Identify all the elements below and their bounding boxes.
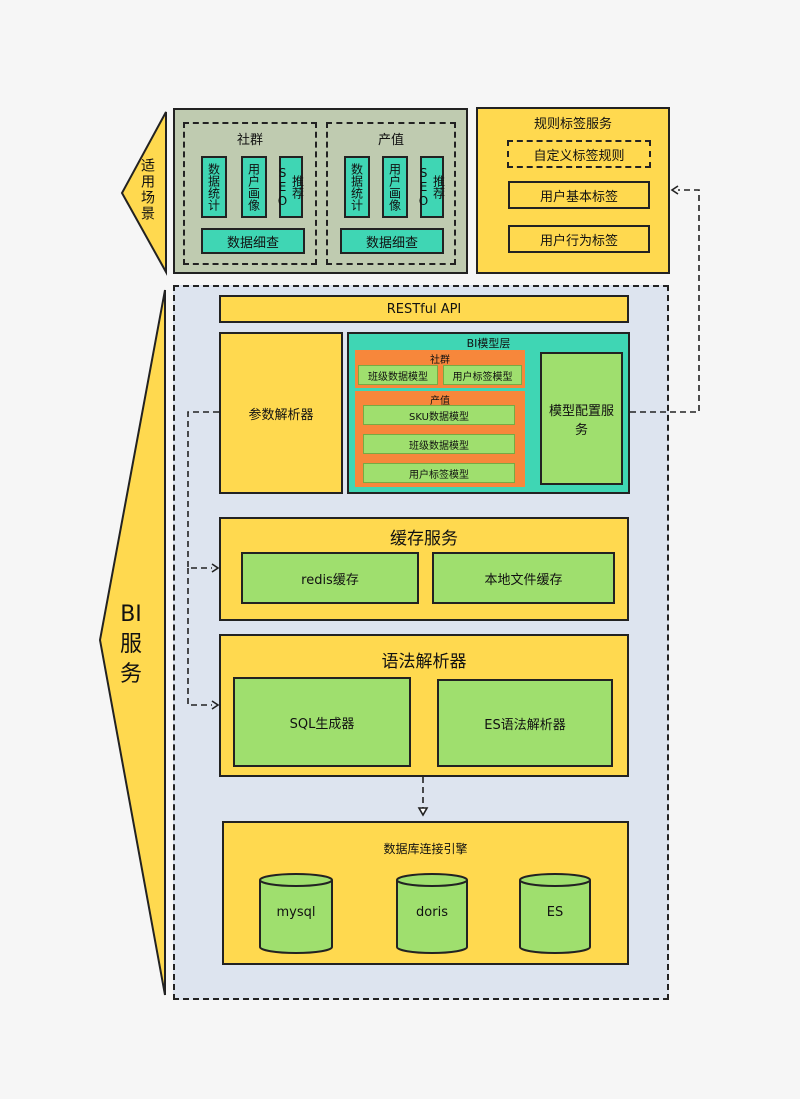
model-output-title: 产值	[430, 396, 450, 407]
output-chip-seo: 推荐SEO	[417, 156, 446, 218]
doris-label: doris	[416, 905, 448, 920]
es-label: ES	[546, 905, 564, 920]
bi-side-label-text: BI 服 务	[119, 602, 142, 687]
community-chip-profile: 用户画像	[241, 156, 267, 218]
grammar-title: 语法解析器	[381, 652, 467, 672]
mysql-label: mysql	[276, 905, 316, 920]
behavior-tags: 用户行为标签	[508, 225, 650, 253]
output-group: 产值 数据统计 用户画像 推荐SEO 数据细查	[326, 122, 456, 265]
cache-title: 缓存服务	[390, 529, 458, 549]
custom-tag-rules: 自定义标签规则	[507, 140, 651, 168]
output-chip-stats: 数据统计	[344, 156, 370, 218]
es-grammar-parser: ES语法解析器	[437, 679, 613, 767]
tags-arrowhead	[670, 185, 679, 195]
model-community-item-tags: 用户标签模型	[443, 365, 522, 385]
model-community-item-class: 班级数据模型	[358, 365, 438, 385]
model-output-item-tags: 用户标签模型	[363, 463, 515, 483]
local-file-cache: 本地文件缓存	[432, 552, 615, 604]
redis-cache: redis缓存	[241, 552, 419, 604]
model-community-group: 社群 班级数据模型 用户标签模型	[355, 350, 525, 388]
model-output-item-class: 班级数据模型	[363, 434, 515, 454]
model-config-service: 模型配置服务	[540, 352, 623, 485]
scenario-side-label: 适用场景	[139, 158, 155, 222]
param-parser: 参数解析器	[219, 332, 343, 494]
community-chip-seo: 推荐SEO	[276, 156, 305, 218]
scenario-panel: 社群 数据统计 用户画像 推荐SEO 数据细查 产值 数据统计 用户画像 推荐S…	[173, 108, 468, 274]
output-detail: 数据细查	[340, 228, 444, 254]
community-chip-stats: 数据统计	[201, 156, 227, 218]
community-title: 社群	[236, 133, 263, 148]
tag-service-panel: 规则标签服务 自定义标签规则 用户基本标签 用户行为标签	[476, 107, 670, 274]
bi-side-label: BI 服 务	[112, 600, 150, 690]
model-output-group: 产值 SKU数据模型 班级数据模型 用户标签模型	[355, 391, 525, 487]
sql-generator: SQL生成器	[233, 677, 411, 767]
basic-tags: 用户基本标签	[508, 181, 650, 209]
restful-api: RESTful API	[219, 295, 629, 323]
tag-service-title: 规则标签服务	[533, 117, 612, 132]
db-title: 数据库连接引擎	[383, 842, 468, 856]
model-output-item-sku: SKU数据模型	[363, 405, 515, 425]
community-detail: 数据细查	[201, 228, 305, 254]
cache-service: 缓存服务 redis缓存 本地文件缓存	[219, 517, 629, 621]
model-layer-title: BI模型层	[466, 337, 511, 350]
model-community-title: 社群	[430, 355, 450, 366]
community-group: 社群 数据统计 用户画像 推荐SEO 数据细查	[183, 122, 317, 265]
db-engine: 数据库连接引擎	[222, 821, 629, 965]
bi-model-layer: BI模型层 社群 班级数据模型 用户标签模型 产值 SKU数据模型 班级数据模型…	[347, 332, 630, 494]
output-chip-profile: 用户画像	[382, 156, 408, 218]
output-title: 产值	[377, 133, 404, 148]
grammar-parser: 语法解析器 SQL生成器 ES语法解析器	[219, 634, 629, 777]
